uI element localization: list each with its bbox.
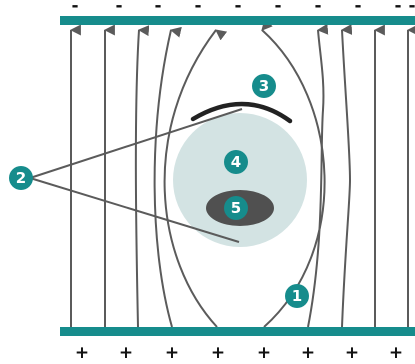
positive-sign: + (389, 343, 403, 359)
top-plate-signs: ---------- (71, 0, 415, 16)
negative-sign: - (154, 0, 161, 16)
callout-badge-1: 1 (285, 284, 309, 308)
negative-sign: - (115, 0, 122, 16)
cell-body (173, 113, 307, 247)
callout-badge-4: 4 (224, 150, 248, 174)
negative-sign: - (354, 0, 361, 16)
negative-sign: - (408, 0, 415, 16)
negative-sign: - (274, 0, 281, 16)
negative-sign: - (71, 0, 78, 16)
callout-label-4: 4 (231, 153, 241, 171)
positive-sign: + (165, 343, 179, 359)
callout-badge-2: 2 (9, 166, 33, 190)
positive-sign: + (301, 343, 315, 359)
callout-label-1: 1 (292, 287, 302, 305)
callout-badge-3: 3 (252, 74, 276, 98)
callout-label-2: 2 (16, 169, 26, 187)
positive-sign: + (75, 343, 89, 359)
field-line (340, 24, 353, 328)
positive-sign: + (119, 343, 133, 359)
negative-sign: - (314, 0, 321, 16)
negative-sign: - (194, 0, 201, 16)
field-line (307, 23, 329, 328)
negative-sign: - (394, 0, 401, 16)
callout-2-leader-upper (29, 108, 243, 179)
field-line (134, 25, 150, 328)
positive-sign: + (257, 343, 271, 359)
positive-sign: + (211, 343, 225, 359)
field-line (163, 29, 228, 328)
callout-2-leader-lower (29, 177, 240, 243)
callout-badge-5: 5 (224, 196, 248, 220)
bottom-plate-signs: + + + + + + + + (75, 343, 403, 363)
bottom-plate (60, 327, 415, 336)
positive-sign: + (345, 343, 359, 359)
top-plate (60, 16, 415, 25)
membrane-cap (190, 101, 293, 124)
callout-label-3: 3 (259, 77, 269, 95)
field-line (153, 26, 182, 328)
callout-label-5: 5 (231, 199, 241, 217)
negative-sign: - (234, 0, 241, 16)
